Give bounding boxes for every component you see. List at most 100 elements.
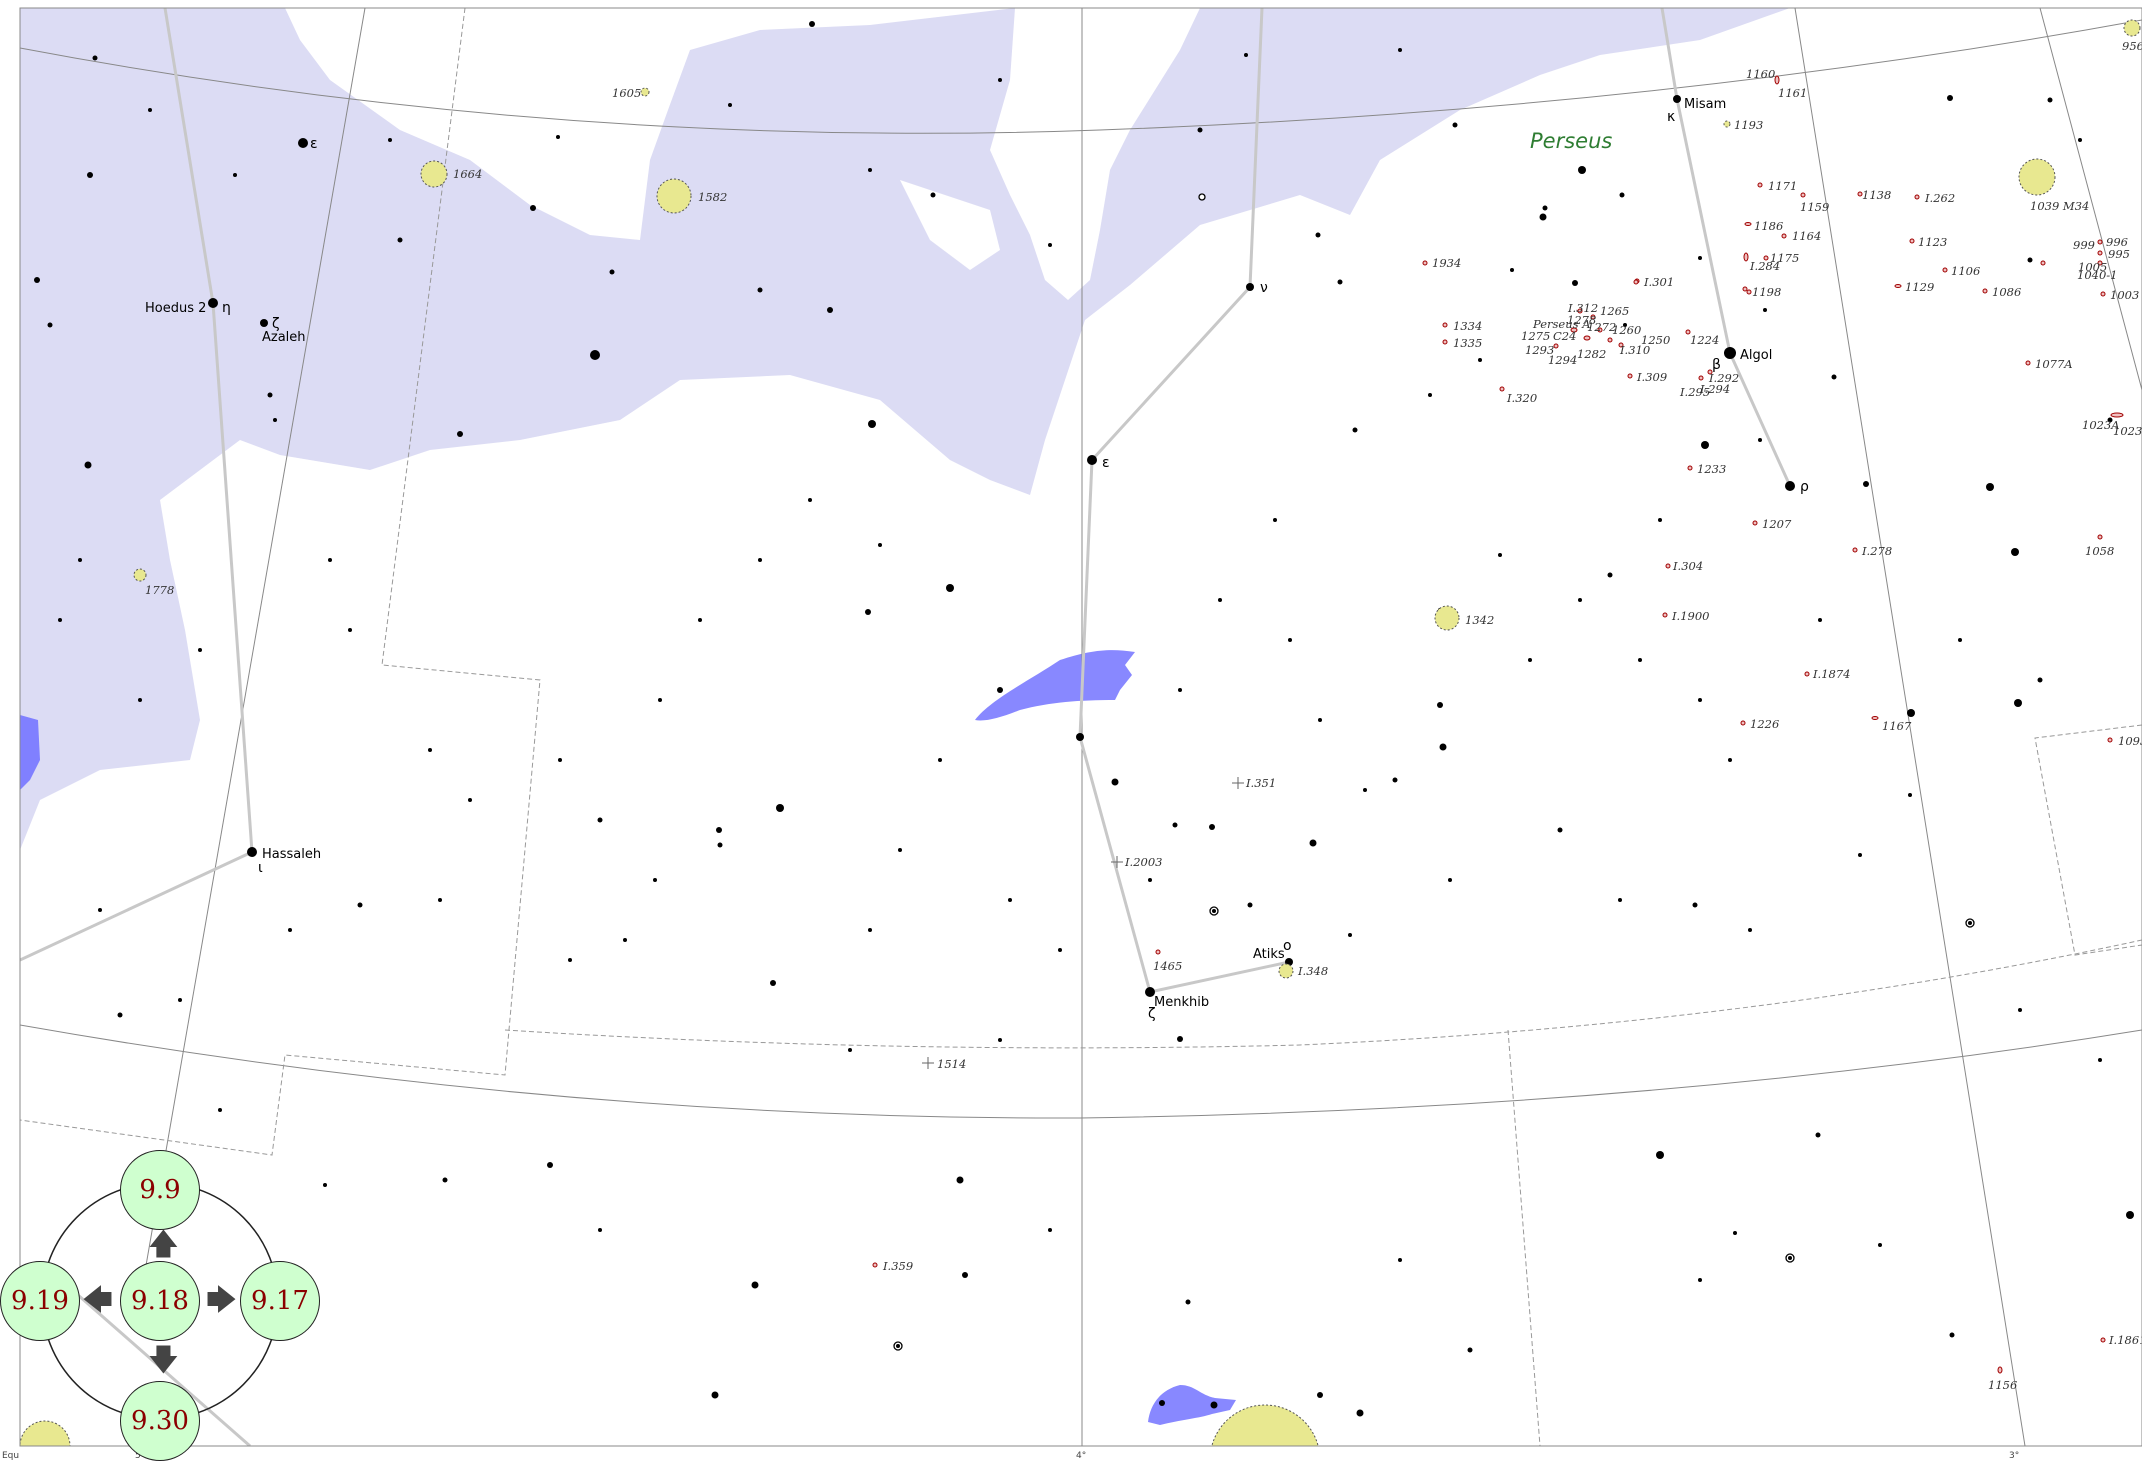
dso-label: 1159 (1800, 200, 1829, 214)
dso-labels: 1605 1664 1582 1778 1342 I.351 I.2003 14… (145, 39, 2142, 1392)
nav-center-button[interactable]: 9.18 (120, 1261, 200, 1341)
dso-label: 1175 (1770, 251, 1799, 265)
dso-label: 1167 (1882, 719, 1912, 733)
dso-label: 1093 (2118, 734, 2142, 748)
open-clusters (20, 19, 2141, 1446)
dso-label: 1005 (2078, 260, 2107, 274)
ra-label-3: 3° (2009, 1451, 2019, 1461)
variable-star-cores (896, 909, 1972, 1409)
ra-line (139, 8, 366, 1301)
ra-label-5: 5 (135, 1451, 141, 1461)
dso-label: 1282 (1577, 347, 1606, 361)
arrow-right-icon[interactable]: 🡆 (206, 1283, 237, 1318)
nebula (975, 650, 1135, 721)
nebula (1148, 1385, 1236, 1425)
dso-label: 1160 (1746, 67, 1775, 81)
nav-right-button[interactable]: 9.17 (240, 1261, 320, 1341)
dso-label: 1226 (1750, 717, 1779, 731)
greek-omicron: o (1283, 938, 1292, 954)
dso-label: 999 (2073, 238, 2095, 252)
dso-label: 1077A (2035, 357, 2073, 371)
dso-label: 1039 M34 (2030, 199, 2089, 213)
dso-label: I.359 (882, 1259, 913, 1273)
star-label-hassaleh: Hassaleh (262, 847, 321, 862)
dso-label: 1023A (2082, 418, 2120, 432)
star-label-atiks: Atiks (1253, 947, 1285, 962)
greek-zeta-azaleh: ζ (272, 316, 280, 332)
star-label-azaleh: Azaleh (262, 330, 306, 345)
constellation-label-perseus: Perseus (1530, 129, 1612, 153)
dso-label: 1193 (1734, 118, 1763, 132)
dso-label: 1233 (1697, 462, 1726, 476)
arrow-up-icon[interactable]: 🡅 (148, 1227, 179, 1262)
dso-label: I.2003 (1124, 855, 1162, 869)
dso-label: 1040-1 (2077, 268, 2117, 282)
stars (34, 21, 2134, 1417)
ra-line-3h (1794, 8, 2026, 1446)
chart-frame (19, 7, 2142, 1447)
dso-label: I.310 (1619, 343, 1650, 357)
dso-label: 1465 (1153, 959, 1182, 973)
dso-label: 1003 (2110, 288, 2139, 302)
dso-label: C24 (1553, 329, 1576, 343)
dso-label: 1293 (1525, 343, 1554, 357)
dso-label: 1272 (1587, 320, 1616, 334)
dso-label: I.351 (1245, 776, 1276, 790)
arrow-left-icon[interactable]: 🡄 (82, 1283, 113, 1318)
dso-label: I.292 (1708, 371, 1739, 385)
milky-way-edge (20, 715, 40, 790)
nav-down-button[interactable]: 9.30 (120, 1381, 200, 1461)
dso-label: 1086 (1992, 285, 2021, 299)
dso-label: 1605 (612, 86, 641, 100)
dso-label: 1058 (2085, 544, 2114, 558)
dso-label: 1186 (1754, 219, 1783, 233)
dso-label: 995 (2108, 247, 2130, 261)
dso-label: 1275 (1521, 329, 1550, 343)
arrow-down-icon[interactable]: 🡇 (148, 1343, 179, 1378)
greek-rho: ρ (1800, 479, 1809, 495)
dso-label: 1138 (1862, 188, 1891, 202)
star-label-algol: Algol (1740, 348, 1772, 363)
milky-way-hole (900, 180, 1000, 270)
dso-label: 1161 (1778, 86, 1807, 100)
dso-label: 1106 (1951, 264, 1980, 278)
dso-label: I.1874 (1812, 667, 1850, 681)
milky-way-hole (1060, 38, 1130, 135)
dso-label: 1778 (145, 583, 174, 597)
dso-label: 1334 (1453, 319, 1482, 333)
dso-label: 1171 (1768, 179, 1797, 193)
ra-label-4: 4° (1076, 1451, 1086, 1461)
dso-label: 1198 (1752, 285, 1781, 299)
dso-label: 1164 (1792, 229, 1821, 243)
greek-zeta-menkhib: ζ (1148, 1006, 1156, 1022)
dso-label: I.262 (1924, 191, 1955, 205)
dso-label: 1342 (1465, 613, 1494, 627)
dso-label: I.284 (1749, 259, 1780, 273)
dso-label: 1123 (1918, 235, 1947, 249)
dso-label: 1934 (1432, 256, 1461, 270)
dso-label: Perseus A (1532, 317, 1591, 331)
star-label-misam: Misam (1684, 97, 1726, 112)
dso-label: I.294 (1699, 382, 1730, 396)
dso-label: 1129 (1905, 280, 1934, 294)
greek-iota: ι (258, 860, 263, 876)
nav-left-button[interactable]: 9.19 (0, 1261, 80, 1341)
star-label-menkhib: Menkhib (1154, 995, 1209, 1010)
dso-label: 1156 (1988, 1378, 2017, 1392)
star-label-hoedus2: Hoedus 2 (145, 301, 206, 316)
greek-epsilon-per: ε (1102, 455, 1110, 471)
dso-label: 1265 (1600, 304, 1629, 318)
greek-epsilon-aur: ε (310, 136, 318, 152)
dso-label: 1260 (1612, 323, 1641, 337)
dso-label: I.278 (1861, 544, 1892, 558)
equinox-label: Equ (2, 1451, 19, 1461)
greek-eta: η (222, 300, 231, 316)
nav-up-button[interactable]: 9.9 (120, 1150, 200, 1230)
dso-label: I.348 (1297, 964, 1328, 978)
dec-line-45 (20, 19, 2142, 134)
dso-label: 1294 (1548, 353, 1577, 367)
dso-label: 1207 (1762, 517, 1792, 531)
constellation-boundaries (20, 8, 2142, 1446)
dso-label: 1278 (1567, 313, 1596, 327)
